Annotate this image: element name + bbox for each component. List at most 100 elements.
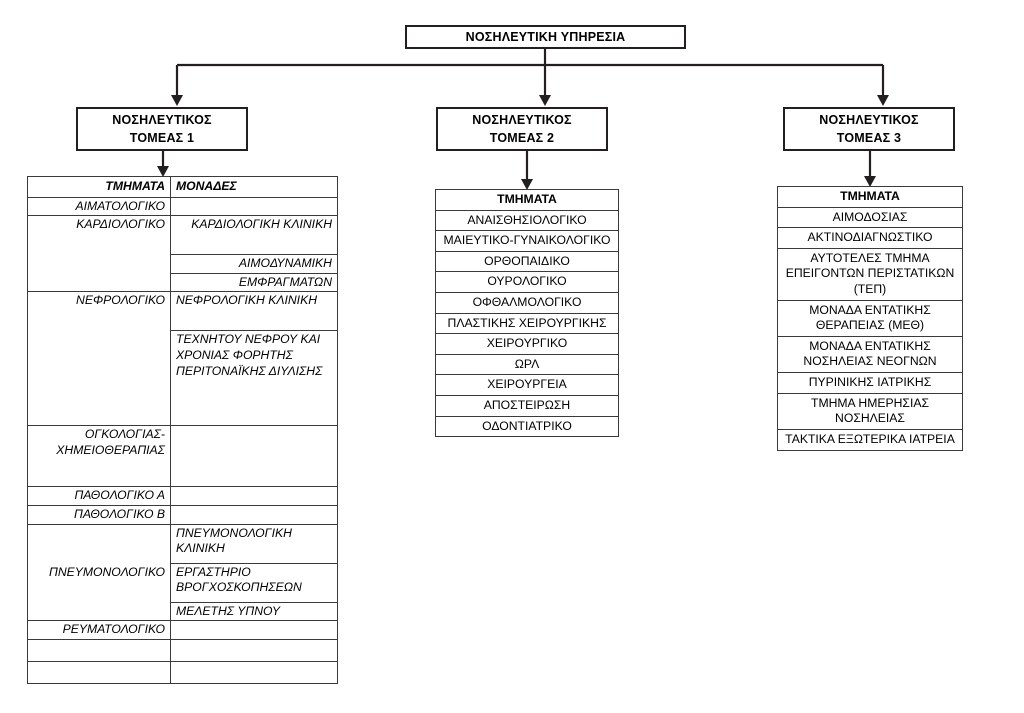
table3-body: ΑΙΜΟΔΟΣΙΑΣ ΑΚΤΙΝΟΔΙΑΓΝΩΣΤΙΚΟ ΑΥΤΟΤΕΛΕΣ Τ…: [777, 206, 963, 451]
table-row: ΩΡΛ: [435, 353, 619, 376]
cell-t3-1: ΑΚΤΙΝΟΔΙΑΓΝΩΣΤΙΚΟ: [777, 227, 963, 249]
sector-3-departments-table: ΤΜΗΜΑΤΑ ΑΙΜΟΔΟΣΙΑΣ ΑΚΤΙΝΟΔΙΑΓΝΩΣΤΙΚΟ ΑΥΤ…: [777, 186, 963, 451]
table-row: ΠΑΘΟΛΟΓΙΚΟ Β: [27, 505, 338, 525]
cell-unit-empty-3: [170, 486, 338, 507]
table-row: ΑΙΜΟΔΥΝΑΜΙΚΗ: [28, 254, 338, 274]
table-row: ΠΛΑΣΤΙΚΗΣ ΧΕΙΡΟΥΡΓΙΚΗΣ: [435, 312, 619, 335]
cell-t2-7: ΩΡΛ: [435, 353, 619, 376]
table-row: ΠΑΘΟΛΟΓΙΚΟ Α: [27, 486, 338, 507]
table-header-row: ΤΜΗΜΑΤΑ: [435, 189, 619, 211]
cell-dept-nefrologiko: ΝΕΦΡΟΛΟΓΙΚΟ: [27, 291, 171, 427]
cell-t2-10: ΟΔΟΝΤΙΑΤΡΙΚΟ: [435, 415, 619, 438]
sector-1-label-line2: ΤΟΜΕΑΣ 1: [129, 131, 195, 145]
cell-dept-kardiologiko: ΚΑΡΔΙΟΛΟΓΙΚΟ: [27, 215, 171, 293]
cell-unit-kardiologiki-kliniki: ΚΑΡΔΙΟΛΟΓΙΚΗ ΚΛΙΝΙΚΗ: [170, 215, 338, 256]
sector-2-label-line2: ΤΟΜΕΑΣ 2: [489, 131, 555, 145]
table-row: ΜΟΝΑΔΑ ΕΝΤΑΤΙΚΗΣ ΝΟΣΗΛΕΙΑΣ ΝΕΟΓΝΩΝ: [777, 335, 963, 374]
table-row: ΑΙΜΑΤΟΛΟΓΙΚΟ: [27, 196, 338, 217]
cell-dept-pneumonologiko: ΠΝΕΥΜΟΝΟΛΟΓΙΚΟ: [27, 523, 171, 622]
cell-unit-nefrologiki-kliniki: ΝΕΦΡΟΛΟΓΙΚΗ ΚΛΙΝΙΚΗ: [170, 291, 338, 332]
table-row: [27, 660, 338, 684]
table-row: ΚΑΡΔΙΟΛΟΓΙΚΟ ΚΑΡΔΙΟΛΟΓΙΚΗ ΚΛΙΝΙΚΗ: [27, 215, 338, 293]
arrowhead-sector-2: [539, 95, 551, 106]
cell-dept-reumatologiko: ΡΕΥΜΑΤΟΛΟΓΙΚΟ: [27, 620, 171, 640]
sector-3-label-line1: ΝΟΣΗΛΕΥΤΙΚΟΣ: [819, 112, 919, 127]
table-row: ΟΡΘΟΠΑΙΔΙΚΟ: [435, 250, 619, 273]
sector-1-label-line1: ΝΟΣΗΛΕΥΤΙΚΟΣ: [112, 112, 212, 127]
cell-unit-aimodynamiki: ΑΙΜΟΔΥΝΑΜΙΚΗ: [170, 254, 338, 274]
cell-unit-empty-5: [170, 620, 338, 640]
cell-t2-4: ΟΦΘΑΛΜΟΛΟΓΙΚΟ: [435, 292, 619, 314]
cell-t2-0: ΑΝΑΙΣΘΗΣΙΟΛΟΓΙΚΟ: [435, 209, 619, 232]
table-row: ΟΓΚΟΛΟΓΙΑΣ-ΧΗΜΕΙΟΘΕΡΑΠΙΑΣ: [27, 425, 338, 488]
table-row: ΡΕΥΜΑΤΟΛΟΓΙΚΟ: [27, 620, 338, 640]
cell-unit-emfragmaton: ΕΜΦΡΑΓΜΑΤΩΝ: [170, 272, 338, 293]
cell-dept-pathologiko-a: ΠΑΘΟΛΟΓΙΚΟ Α: [27, 486, 171, 507]
table-row: ΧΕΙΡΟΥΡΓΕΙΑ: [435, 374, 619, 397]
arrowhead-sector-3: [877, 95, 889, 106]
table-row: ΕΡΓΑΣΤΗΡΙΟ ΒΡΟΓΧΟΣΚΟΠΗΣΕΩΝ: [28, 562, 338, 603]
table-row: ΤΕΧΝΗΤΟΥ ΝΕΦΡΟΥ ΚΑΙ ΧΡΟΝΙΑΣ ΦΟΡΗΤΗΣ ΠΕΡΙ…: [28, 330, 338, 427]
cell-t2-2: ΟΡΘΟΠΑΙΔΙΚΟ: [435, 250, 619, 273]
cell-t3-2: ΑΥΤΟΤΕΛΕΣ ΤΜΗΜΑ ΕΠΕΙΓΟΝΤΩΝ ΠΕΡΙΣΤΑΤΙΚΩΝ …: [777, 247, 963, 301]
cell-t3-5: ΠΥΡΙΝΙΚΗΣ ΙΑΤΡΙΚΗΣ: [777, 372, 963, 394]
table-row: ΤΜΗΜΑ ΗΜΕΡΗΣΙΑΣ ΝΟΣΗΛΕΙΑΣ: [777, 392, 963, 430]
cell-unit-texnitou-nefrou: ΤΕΧΝΗΤΟΥ ΝΕΦΡΟΥ ΚΑΙ ΧΡΟΝΙΑΣ ΦΟΡΗΤΗΣ ΠΕΡΙ…: [170, 330, 338, 427]
cell-t2-9: ΑΠΟΣΤΕΙΡΩΣΗ: [435, 395, 619, 417]
sector-node-3[interactable]: ΝΟΣΗΛΕΥΤΙΚΟΣ ΤΟΜΕΑΣ 3: [783, 107, 955, 151]
sector-2-departments-table: ΤΜΗΜΑΤΑ ΑΝΑΙΣΘΗΣΙΟΛΟΓΙΚΟ ΜΑΙΕΥΤΙΚΟ-ΓΥΝΑΙ…: [435, 189, 619, 438]
cell-unit-pneumonologiki-kliniki: ΠΝΕΥΜΟΝΟΛΟΓΙΚΗ ΚΛΙΝΙΚΗ: [170, 523, 338, 564]
table-row: ΠΥΡΙΝΙΚΗΣ ΙΑΤΡΙΚΗΣ: [777, 372, 963, 394]
cell-dept-pathologiko-b: ΠΑΘΟΛΟΓΙΚΟ Β: [27, 505, 171, 525]
sector-1-departments-table: ΤΜΗΜΑΤΑ ΜΟΝΑΔΕΣ ΑΙΜΑΤΟΛΟΓΙΚΟ ΚΑΡΔΙΟΛΟΓΙΚ…: [27, 176, 338, 684]
arrowhead-sector-1: [171, 95, 183, 106]
table-row: [27, 638, 338, 662]
table-header-row: ΤΜΗΜΑΤΑ: [777, 186, 963, 208]
table2-header-departments: ΤΜΗΜΑΤΑ: [435, 189, 619, 211]
cell-t3-7: ΤΑΚΤΙΚΑ ΕΞΩΤΕΡΙΚΑ ΙΑΤΡΕΙΑ: [777, 428, 963, 451]
root-node-label: ΝΟΣΗΛΕΥΤΙΚΗ ΥΠΗΡΕΣΙΑ: [465, 29, 626, 44]
table-header-row: ΤΜΗΜΑΤΑ ΜΟΝΑΔΕΣ: [27, 176, 338, 198]
sector-node-1[interactable]: ΝΟΣΗΛΕΥΤΙΚΟΣ ΤΟΜΕΑΣ 1: [76, 107, 248, 151]
cell-t3-0: ΑΙΜΟΔΟΣΙΑΣ: [777, 206, 963, 229]
table-row: ΑΙΜΟΔΟΣΙΑΣ: [777, 206, 963, 229]
table1-header-units: ΜΟΝΑΔΕΣ: [170, 176, 338, 198]
table-row: ΜΟΝΑΔΑ ΕΝΤΑΤΙΚΗΣ ΘΕΡΑΠΕΙΑΣ (ΜΕΘ): [777, 299, 963, 337]
cell-unit-meletis-ypnou: ΜΕΛΕΤΗΣ ΥΠΝΟΥ: [170, 601, 338, 622]
table-row: ΜΑΙΕΥΤΙΚΟ-ΓΥΝΑΙΚΟΛΟΓΙΚΟ: [435, 230, 619, 252]
cell-unit-empty-4: [170, 505, 338, 525]
cell-dept-empty-1: [27, 638, 171, 662]
table1-header-departments: ΤΜΗΜΑΤΑ: [27, 176, 171, 198]
cell-dept-ogkologias: ΟΓΚΟΛΟΓΙΑΣ-ΧΗΜΕΙΟΘΕΡΑΠΙΑΣ: [27, 425, 171, 488]
cell-t2-5: ΠΛΑΣΤΙΚΗΣ ΧΕΙΡΟΥΡΓΙΚΗΣ: [435, 312, 619, 335]
sector-3-label-line2: ΤΟΜΕΑΣ 3: [836, 131, 902, 145]
cell-dept-empty-2: [27, 660, 171, 684]
table2-body: ΑΝΑΙΣΘΗΣΙΟΛΟΓΙΚΟ ΜΑΙΕΥΤΙΚΟ-ΓΥΝΑΙΚΟΛΟΓΙΚΟ…: [435, 209, 619, 438]
table-row: ΠΝΕΥΜΟΝΟΛΟΓΙΚΟ ΠΝΕΥΜΟΝΟΛΟΓΙΚΗ ΚΛΙΝΙΚΗ: [27, 523, 338, 622]
table-row: ΧΕΙΡΟΥΡΓΙΚΟ: [435, 333, 619, 355]
table-row: ΤΑΚΤΙΚΑ ΕΞΩΤΕΡΙΚΑ ΙΑΤΡΕΙΑ: [777, 428, 963, 451]
table-row: ΟΦΘΑΛΜΟΛΟΓΙΚΟ: [435, 292, 619, 314]
sector-2-label-line1: ΝΟΣΗΛΕΥΤΙΚΟΣ: [472, 112, 572, 127]
cell-t3-6: ΤΜΗΜΑ ΗΜΕΡΗΣΙΑΣ ΝΟΣΗΛΕΙΑΣ: [777, 392, 963, 430]
cell-unit-empty-2: [170, 425, 338, 488]
table-row: ΝΕΦΡΟΛΟΓΙΚΟ ΝΕΦΡΟΛΟΓΙΚΗ ΚΛΙΝΙΚΗ: [27, 291, 338, 427]
cell-dept-aimatologiko: ΑΙΜΑΤΟΛΟΓΙΚΟ: [27, 196, 171, 217]
cell-unit-empty-1: [170, 196, 338, 217]
cell-t3-3: ΜΟΝΑΔΑ ΕΝΤΑΤΙΚΗΣ ΘΕΡΑΠΕΙΑΣ (ΜΕΘ): [777, 299, 963, 337]
table-row: ΑΥΤΟΤΕΛΕΣ ΤΜΗΜΑ ΕΠΕΙΓΟΝΤΩΝ ΠΕΡΙΣΤΑΤΙΚΩΝ …: [777, 247, 963, 301]
sector-node-2[interactable]: ΝΟΣΗΛΕΥΤΙΚΟΣ ΤΟΜΕΑΣ 2: [436, 107, 608, 151]
table-row: ΑΚΤΙΝΟΔΙΑΓΝΩΣΤΙΚΟ: [777, 227, 963, 249]
root-node-nursing-service[interactable]: ΝΟΣΗΛΕΥΤΙΚΗ ΥΠΗΡΕΣΙΑ: [405, 25, 686, 49]
table-row: ΑΠΟΣΤΕΙΡΩΣΗ: [435, 395, 619, 417]
cell-t2-1: ΜΑΙΕΥΤΙΚΟ-ΓΥΝΑΙΚΟΛΟΓΙΚΟ: [435, 230, 619, 252]
cell-t2-3: ΟΥΡΟΛΟΓΙΚΟ: [435, 271, 619, 294]
cell-unit-empty-6: [170, 638, 338, 662]
cell-t2-8: ΧΕΙΡΟΥΡΓΕΙΑ: [435, 374, 619, 397]
table-row: ΟΥΡΟΛΟΓΙΚΟ: [435, 271, 619, 294]
cell-unit-empty-7: [170, 660, 338, 684]
table-row: ΟΔΟΝΤΙΑΤΡΙΚΟ: [435, 415, 619, 438]
cell-t2-6: ΧΕΙΡΟΥΡΓΙΚΟ: [435, 333, 619, 355]
cell-t3-4: ΜΟΝΑΔΑ ΕΝΤΑΤΙΚΗΣ ΝΟΣΗΛΕΙΑΣ ΝΕΟΓΝΩΝ: [777, 335, 963, 374]
cell-unit-ergastirio-vrogxoskopiseon: ΕΡΓΑΣΤΗΡΙΟ ΒΡΟΓΧΟΣΚΟΠΗΣΕΩΝ: [170, 562, 338, 603]
